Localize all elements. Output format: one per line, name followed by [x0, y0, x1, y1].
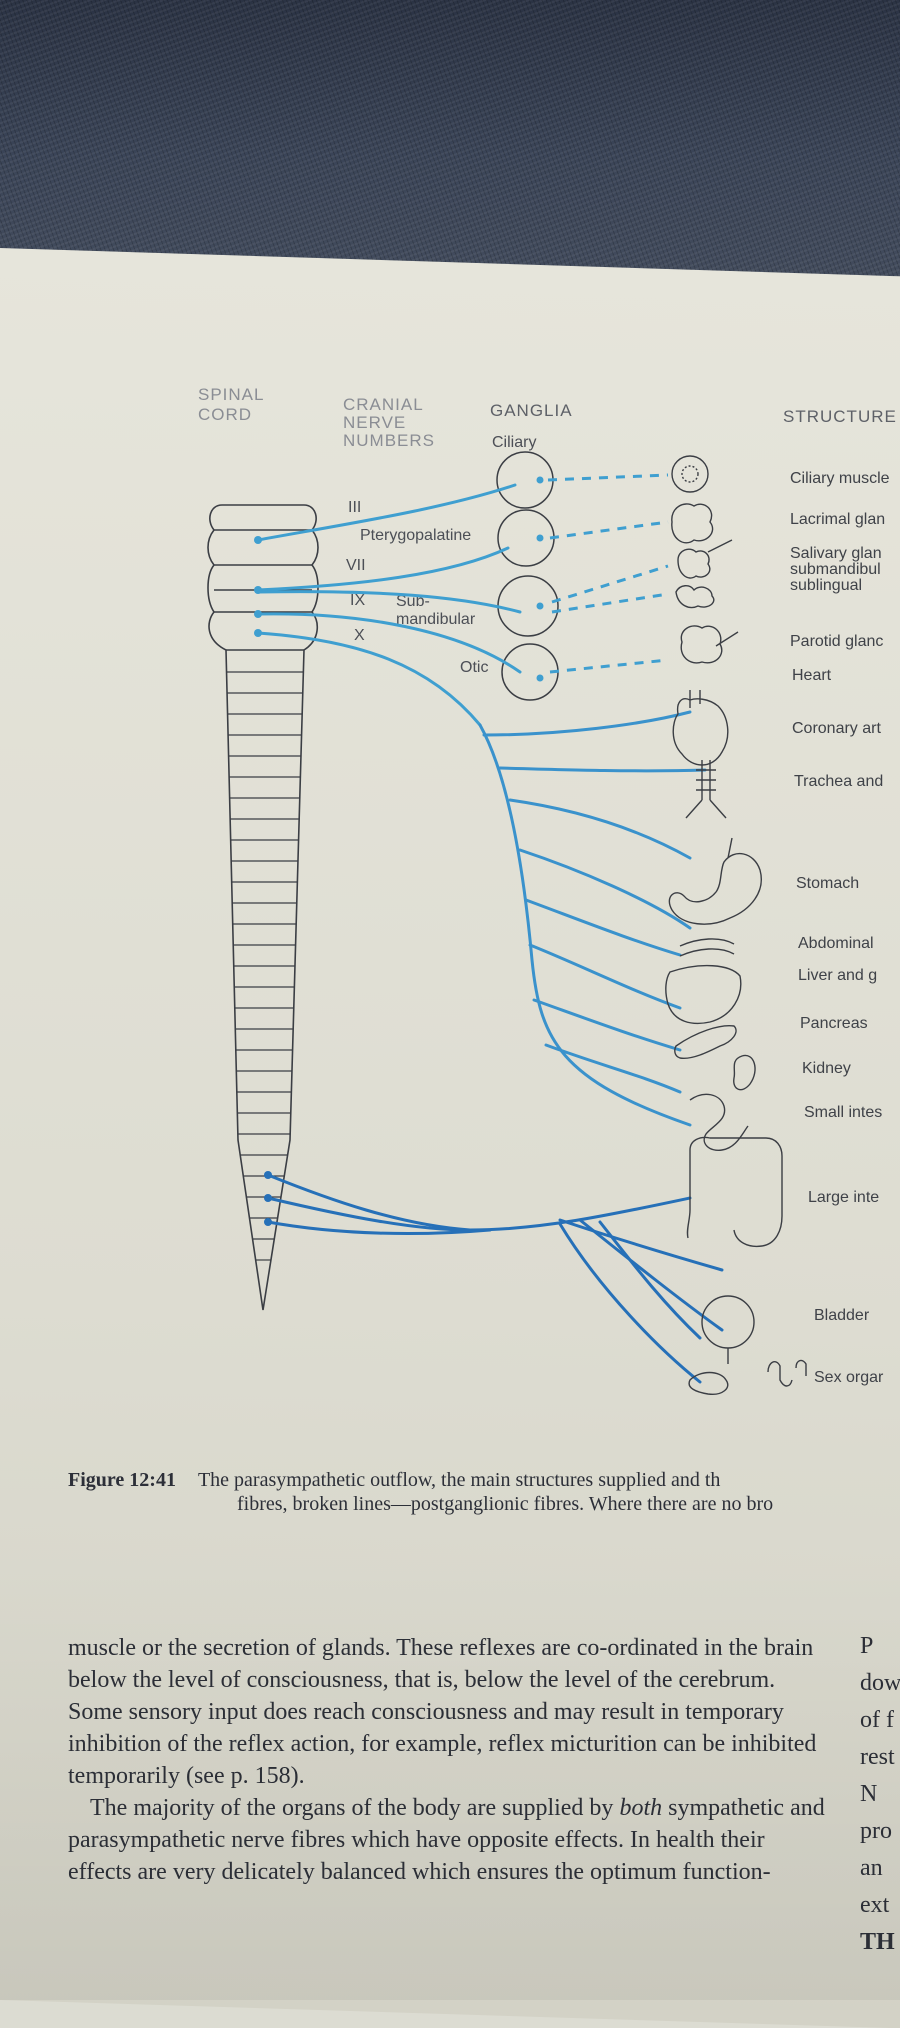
spinal-cord: [207, 504, 319, 1311]
right-column-fragment: pro: [860, 1818, 892, 1844]
organ-sketches: [665, 455, 807, 1395]
ganglion-ciliary: [496, 451, 554, 509]
parotid-gland-icon: [680, 625, 739, 664]
body-paragraph-2: The majority of the organs of the body a…: [68, 1792, 828, 1888]
fabric-background: [0, 0, 900, 290]
ganglion-otic: [501, 643, 559, 701]
structure-label: Parotid glanc: [790, 633, 883, 650]
structure-label: Ciliary muscle: [790, 470, 890, 487]
parasympathetic-diagram: SPINAL CORD CRANIAL NERVE NUMBERS GANGLI…: [198, 385, 897, 1395]
structure-label: Small intes: [804, 1104, 882, 1121]
right-column-fragment: ext: [860, 1892, 890, 1918]
header-structures: STRUCTURE: [783, 407, 897, 426]
page-shading: [0, 1560, 900, 2000]
ganglion-label-pterygopalatine: Pterygopalatine: [360, 527, 471, 544]
header-spinal-1: SPINAL: [198, 385, 264, 404]
stomach-icon: [668, 837, 762, 925]
pancreas-icon: [674, 1025, 737, 1060]
ganglion-pterygopalatine: [497, 509, 555, 567]
structure-label: Bladder: [814, 1307, 870, 1324]
structure-label: Sex orgar: [814, 1369, 884, 1386]
body-paragraph-1: muscle or the secretion of glands. These…: [68, 1635, 817, 1789]
structure-label: Trachea and: [794, 773, 883, 790]
nerve-number-iii: III: [348, 499, 361, 516]
vagus-nerve: [478, 710, 707, 1127]
ganglion-label-mandibular: mandibular: [396, 611, 476, 628]
structure-label: Lacrimal glan: [790, 511, 885, 528]
large-intestine-icon: [686, 1136, 783, 1248]
header-cranial-2: NERVE: [343, 413, 406, 432]
structure-label: Salivary glan: [790, 545, 882, 562]
body-paragraph-2b: sympathetic and parasympathetic nerve fi…: [68, 1795, 825, 1885]
figure-caption: Figure 12:41 The parasympathetic outflow,…: [68, 1468, 900, 1516]
nerve-number-vii: VII: [346, 557, 366, 574]
lacrimal-gland-icon: [671, 503, 714, 544]
figure-number: Figure 12:41: [68, 1469, 176, 1491]
sacral-origins: [264, 1171, 272, 1226]
liver-icon: [665, 964, 742, 1025]
sublingual-gland-icon: [675, 585, 715, 609]
right-column-fragment: N: [860, 1781, 878, 1807]
body-paragraph-2a: The majority of the organs of the body a…: [90, 1795, 614, 1821]
body-text: muscle or the secretion of glands. These…: [68, 1632, 828, 1888]
header-cranial-1: CRANIAL: [343, 395, 424, 414]
body-emphasis-both: both: [619, 1795, 663, 1821]
right-column-fragment: of f: [860, 1707, 894, 1733]
header-spinal-2: CORD: [198, 405, 252, 424]
sex-organs-icon: [688, 1359, 807, 1395]
postganglionic-fibres: [547, 473, 669, 674]
ganglion-submandibular: [497, 575, 559, 637]
ganglion-label-ciliary: Ciliary: [492, 434, 536, 451]
structure-label: Large inte: [808, 1189, 879, 1206]
structure-label: Coronary art: [792, 720, 881, 737]
structure-label: Pancreas: [800, 1015, 868, 1032]
caption-line-2: fibres, broken lines—postganglionic fibr…: [237, 1493, 774, 1515]
eye-icon: [671, 455, 709, 493]
structure-label: Liver and g: [798, 967, 877, 984]
ganglion-label-otic: Otic: [460, 659, 488, 676]
caption-line-1: The parasympathetic outflow, the main st…: [197, 1469, 721, 1491]
structure-label: sublingual: [790, 577, 862, 594]
structure-label: Kidney: [802, 1060, 851, 1077]
submandibular-gland-icon: [677, 539, 733, 579]
sacral-outflow: [266, 1173, 724, 1384]
right-column-fragment: TH: [860, 1929, 895, 1955]
right-column-fragment: P: [860, 1633, 874, 1659]
trachea-icon: [685, 760, 727, 819]
nerve-number-ix: IX: [350, 592, 365, 609]
structure-label: Abdominal: [798, 935, 874, 952]
header-ganglia: GANGLIA: [490, 401, 573, 420]
structure-label: submandibul: [790, 561, 881, 578]
kidney-icon: [733, 1054, 756, 1091]
structure-label: Stomach: [796, 875, 859, 892]
abdominal-vessel-icon: [679, 938, 735, 957]
header-cranial-3: NUMBERS: [343, 431, 435, 450]
right-column-fragment: an: [860, 1855, 883, 1881]
right-column-fragment: dow: [860, 1670, 900, 1696]
structure-label: Heart: [792, 667, 832, 684]
cranial-preganglionic-fibres: [256, 483, 522, 727]
cranial-nerve-origins: [254, 476, 544, 682]
spinal-segments: [226, 671, 304, 1261]
right-column-fragment: rest: [860, 1744, 895, 1770]
small-intestine-icon: [689, 1093, 749, 1151]
nerve-number-x: X: [354, 627, 365, 644]
heart-icon: [672, 690, 729, 766]
